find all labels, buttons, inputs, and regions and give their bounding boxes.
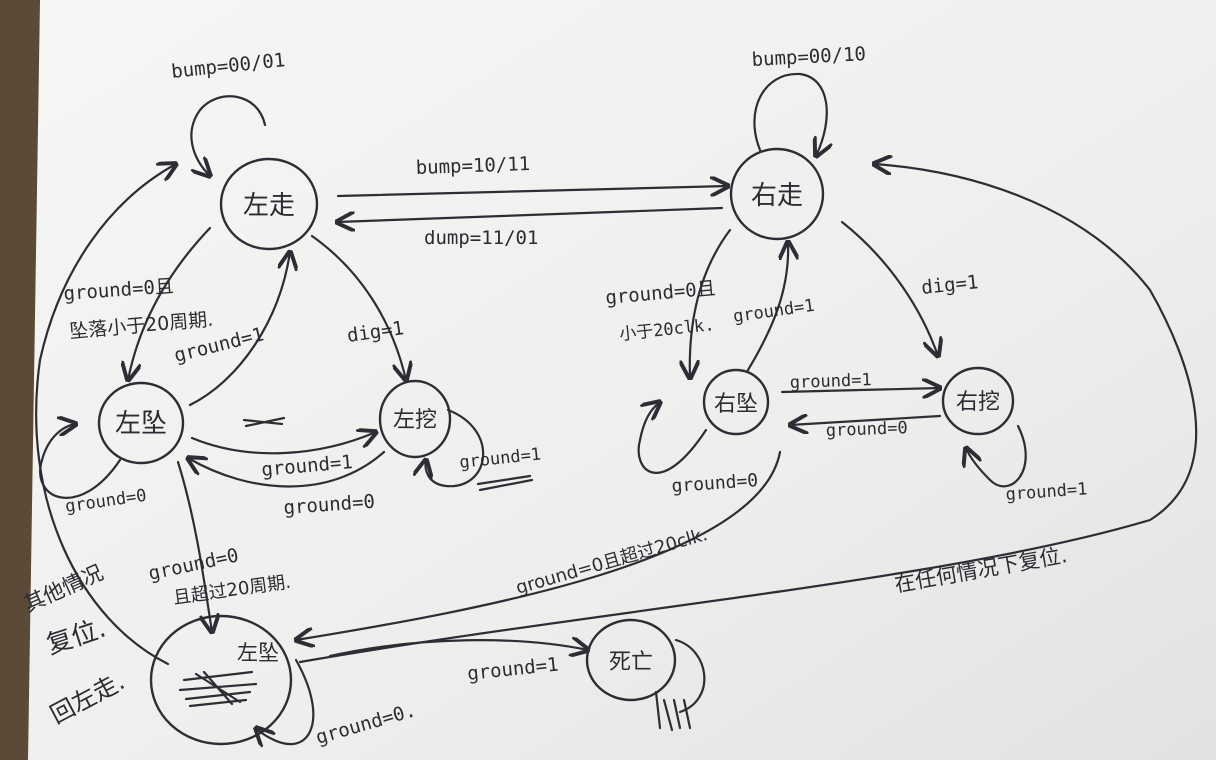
scribbled-out-text xyxy=(178,670,258,708)
arrow-walk-left-to-fall-left xyxy=(128,226,212,380)
state-fall-right-label: 右坠 xyxy=(714,392,758,417)
arrow-self-fall-right xyxy=(637,402,708,474)
state-dig-right-label: 右挖 xyxy=(956,390,1000,415)
label-walk-right-to-walk-left: dump=11/01 xyxy=(424,227,538,249)
label-walk-left-to-walk-right: bump=10/11 xyxy=(415,153,530,179)
arrow-dig-right-to-fall-right xyxy=(790,416,942,425)
state-dead-label: 死亡 xyxy=(609,650,653,675)
arrow-fall-right-to-walk-right xyxy=(746,242,788,372)
arrow-reset-to-walk-right xyxy=(298,164,1198,664)
label-fall-right-to-dig-right: ground=1 xyxy=(789,370,872,393)
arrow-fall-left-to-dig-left xyxy=(190,432,376,455)
arrow-self-dead xyxy=(674,638,706,714)
arrow-dig-left-to-fall-left xyxy=(188,450,386,488)
state-dig-right xyxy=(941,366,1015,436)
crossed-out-dig-label xyxy=(476,474,534,492)
arrow-self-splatter xyxy=(256,658,315,744)
paper-sheet xyxy=(28,0,1216,760)
arrow-self-dig-left xyxy=(426,408,485,488)
state-splatter xyxy=(149,614,293,746)
arrow-fall-left-to-walk-left xyxy=(188,252,290,407)
arrow-fall-right-to-splatter xyxy=(296,450,782,640)
arrow-splatter-to-dead xyxy=(328,640,588,656)
arrow-fall-left-to-splatter xyxy=(176,460,212,632)
arrow-walk-right-to-dig-right xyxy=(840,220,938,356)
state-fall-right xyxy=(702,368,770,436)
state-walk-right xyxy=(729,147,825,241)
state-fall-left-label: 左坠 xyxy=(115,409,167,439)
arrow-self-walk-right xyxy=(753,72,826,156)
label-dig-right-to-fall-right: ground=0 xyxy=(825,418,908,441)
state-dead xyxy=(585,618,677,702)
state-walk-right-label: 右走 xyxy=(751,181,803,211)
arrow-walk-right-to-fall-right xyxy=(690,228,732,378)
state-walk-left xyxy=(219,157,319,251)
dead-scribble xyxy=(654,690,692,732)
arrow-walk-left-to-dig-left xyxy=(310,234,406,380)
arrow-fall-right-to-dig-right xyxy=(780,388,940,392)
state-splatter-label: 左坠 xyxy=(237,641,279,665)
arrow-walk-left-to-walk-right xyxy=(336,186,728,198)
arrow-walk-right-to-walk-left xyxy=(337,206,724,222)
crossed-out-label xyxy=(242,416,286,428)
arrow-self-walk-left xyxy=(190,95,267,176)
arrow-splatter-to-walk-left xyxy=(35,164,176,666)
state-walk-left-label: 左走 xyxy=(243,191,295,221)
arrow-self-dig-right xyxy=(966,424,1027,488)
state-dig-left-label: 左挖 xyxy=(393,408,437,433)
